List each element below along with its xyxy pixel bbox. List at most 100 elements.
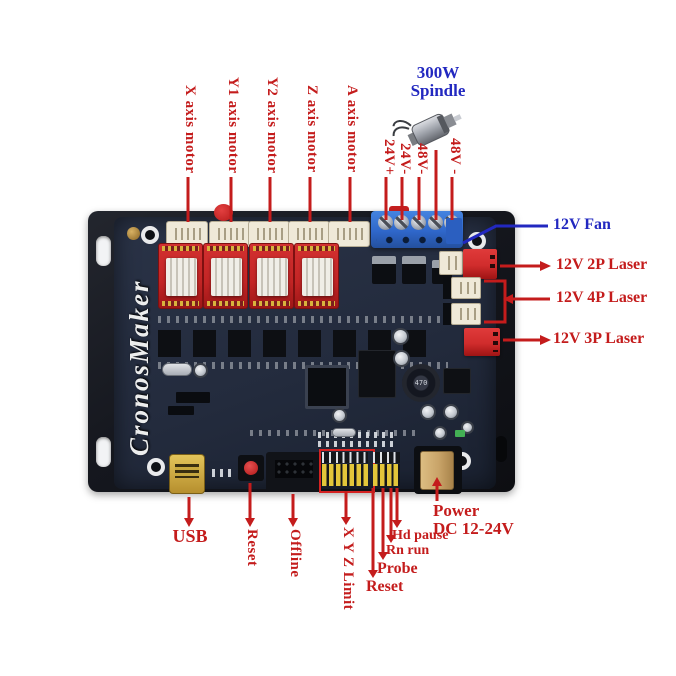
- label-12v-3p-laser: 12V 3P Laser: [553, 330, 645, 347]
- y2-motor-connector: [248, 221, 290, 247]
- stepper-driver-2: [203, 243, 248, 309]
- label-48v-minus-2: 48V -: [447, 138, 463, 175]
- bottom-pointer-lines: [187, 483, 439, 571]
- buck-converter-chip: [358, 350, 396, 398]
- tpp-pads: [212, 469, 236, 477]
- crystal-oscillator: [162, 363, 192, 376]
- crystal-oscillator-2: [332, 428, 356, 437]
- power-mosfet-1: [372, 256, 396, 284]
- silkscreen-row: [318, 441, 398, 447]
- fan-pointer-line: [462, 224, 548, 245]
- dc-power-jack: [420, 451, 454, 490]
- resistor-row: [158, 362, 448, 369]
- buzzer-dome: [214, 204, 233, 221]
- power-label-line2: DC 12-24V: [433, 518, 514, 538]
- spindle-motor-icon: [392, 113, 462, 146]
- heatsink: [302, 258, 333, 296]
- reset-button-cap: [244, 461, 258, 475]
- pcb-hole-bottom-left: [147, 458, 165, 476]
- heatsink: [166, 258, 197, 296]
- regulator-chip: [443, 368, 471, 394]
- plate-slot-right: [495, 436, 507, 462]
- power-label-line1: Power: [433, 501, 480, 520]
- plate-slot-bottom-left: [96, 437, 111, 467]
- capacitor: [393, 350, 410, 367]
- terminal-screw-4: [428, 215, 443, 230]
- laser-4p-socket-1: [443, 277, 452, 299]
- laser-4p-pointer: [484, 279, 550, 324]
- connector-pins: [493, 332, 498, 352]
- label-hd-pause: Hd pause: [392, 528, 449, 543]
- spindle-label-line2: Spindle: [410, 80, 466, 100]
- label-reset-2: Reset: [366, 578, 404, 595]
- terminal-screw-3: [411, 215, 426, 230]
- heatsink: [211, 258, 242, 296]
- inductor-marking: 470: [414, 379, 428, 387]
- stepper-driver-3: [249, 243, 294, 309]
- label-12v-4p-laser: 12V 4P Laser: [556, 289, 648, 306]
- control-pin-jumpers: [373, 464, 400, 486]
- power-mosfet-2: [402, 256, 426, 284]
- label-y1-axis-motor: Y1 axis motor: [225, 76, 241, 174]
- silkscreen-row: [318, 432, 398, 438]
- label-x-axis-motor: X axis motor: [182, 84, 198, 174]
- laser-2p-connector: [463, 249, 497, 279]
- label-12v-2p-laser: 12V 2P Laser: [556, 256, 648, 273]
- label-y2-axis-motor: Y2 axis motor: [264, 76, 280, 174]
- capacitor: [193, 363, 208, 378]
- laser-2p-pointer: [500, 261, 551, 271]
- mcu-chip: [305, 365, 349, 409]
- label-12v-fan: 12V Fan: [553, 216, 611, 233]
- fan-connector: [446, 218, 462, 244]
- label-z-axis-motor: Z axis motor: [304, 85, 320, 173]
- label-probe: Probe: [377, 560, 418, 577]
- laser-2p-jst-white: [439, 251, 463, 275]
- connector-pins: [490, 255, 495, 273]
- resistor-row: [158, 316, 443, 323]
- terminal-screw-2: [394, 215, 409, 230]
- heatsink: [257, 258, 288, 296]
- pcb-hole-top-left: [141, 226, 159, 244]
- stepper-driver-1: [158, 243, 203, 309]
- label-power: Power DC 12-24V: [433, 502, 514, 538]
- label-spindle: 300W Spindle: [405, 64, 471, 100]
- laser-4p-socket-2: [443, 303, 452, 325]
- terminal-wire-holes: [376, 234, 458, 246]
- motor-pointer-lines: [186, 177, 352, 222]
- stepper-driver-4: [294, 243, 339, 309]
- label-24v-minus: 24V-: [397, 143, 413, 175]
- toroid-inductor: 470: [402, 364, 440, 402]
- offline-port-holes: [275, 460, 313, 478]
- label-24v-plus: 24V+: [381, 138, 397, 175]
- limit-pin-labels: [322, 452, 368, 463]
- bottom-pointer-arrows: [184, 477, 442, 578]
- laser-4p-connector-2: [451, 303, 481, 325]
- label-a-axis-motor: A axis motor: [344, 85, 360, 173]
- label-offline: Offline: [287, 529, 303, 578]
- plate-slot-top-left: [96, 236, 111, 266]
- spindle-label-line1: 300W: [416, 63, 460, 82]
- terminal-screw-1: [378, 215, 393, 230]
- capacitor: [332, 408, 347, 423]
- capacitor: [443, 404, 459, 420]
- plate-screw: [127, 227, 140, 240]
- label-reset: Reset: [244, 529, 260, 567]
- laser-4p-connector-1: [451, 277, 481, 299]
- y1-motor-connector: [209, 221, 251, 247]
- terminal-pointer-lines: [384, 150, 454, 220]
- limit-pin-jumpers: [322, 464, 368, 486]
- reset-button: [238, 455, 264, 481]
- ic-chip: [168, 406, 194, 415]
- laser-3p-connector: [464, 328, 500, 356]
- label-rn-run: Rn run: [386, 543, 430, 558]
- offline-port: [266, 452, 322, 492]
- capacitor: [392, 328, 409, 345]
- capacitor: [433, 426, 447, 440]
- label-usb: USB: [172, 526, 208, 546]
- mini-usb-port: [169, 454, 205, 494]
- laser-3p-pointer: [503, 335, 551, 345]
- ic-chip: [176, 392, 210, 403]
- capacitor: [420, 404, 436, 420]
- label-48v-minus-1: 48V-: [414, 143, 430, 175]
